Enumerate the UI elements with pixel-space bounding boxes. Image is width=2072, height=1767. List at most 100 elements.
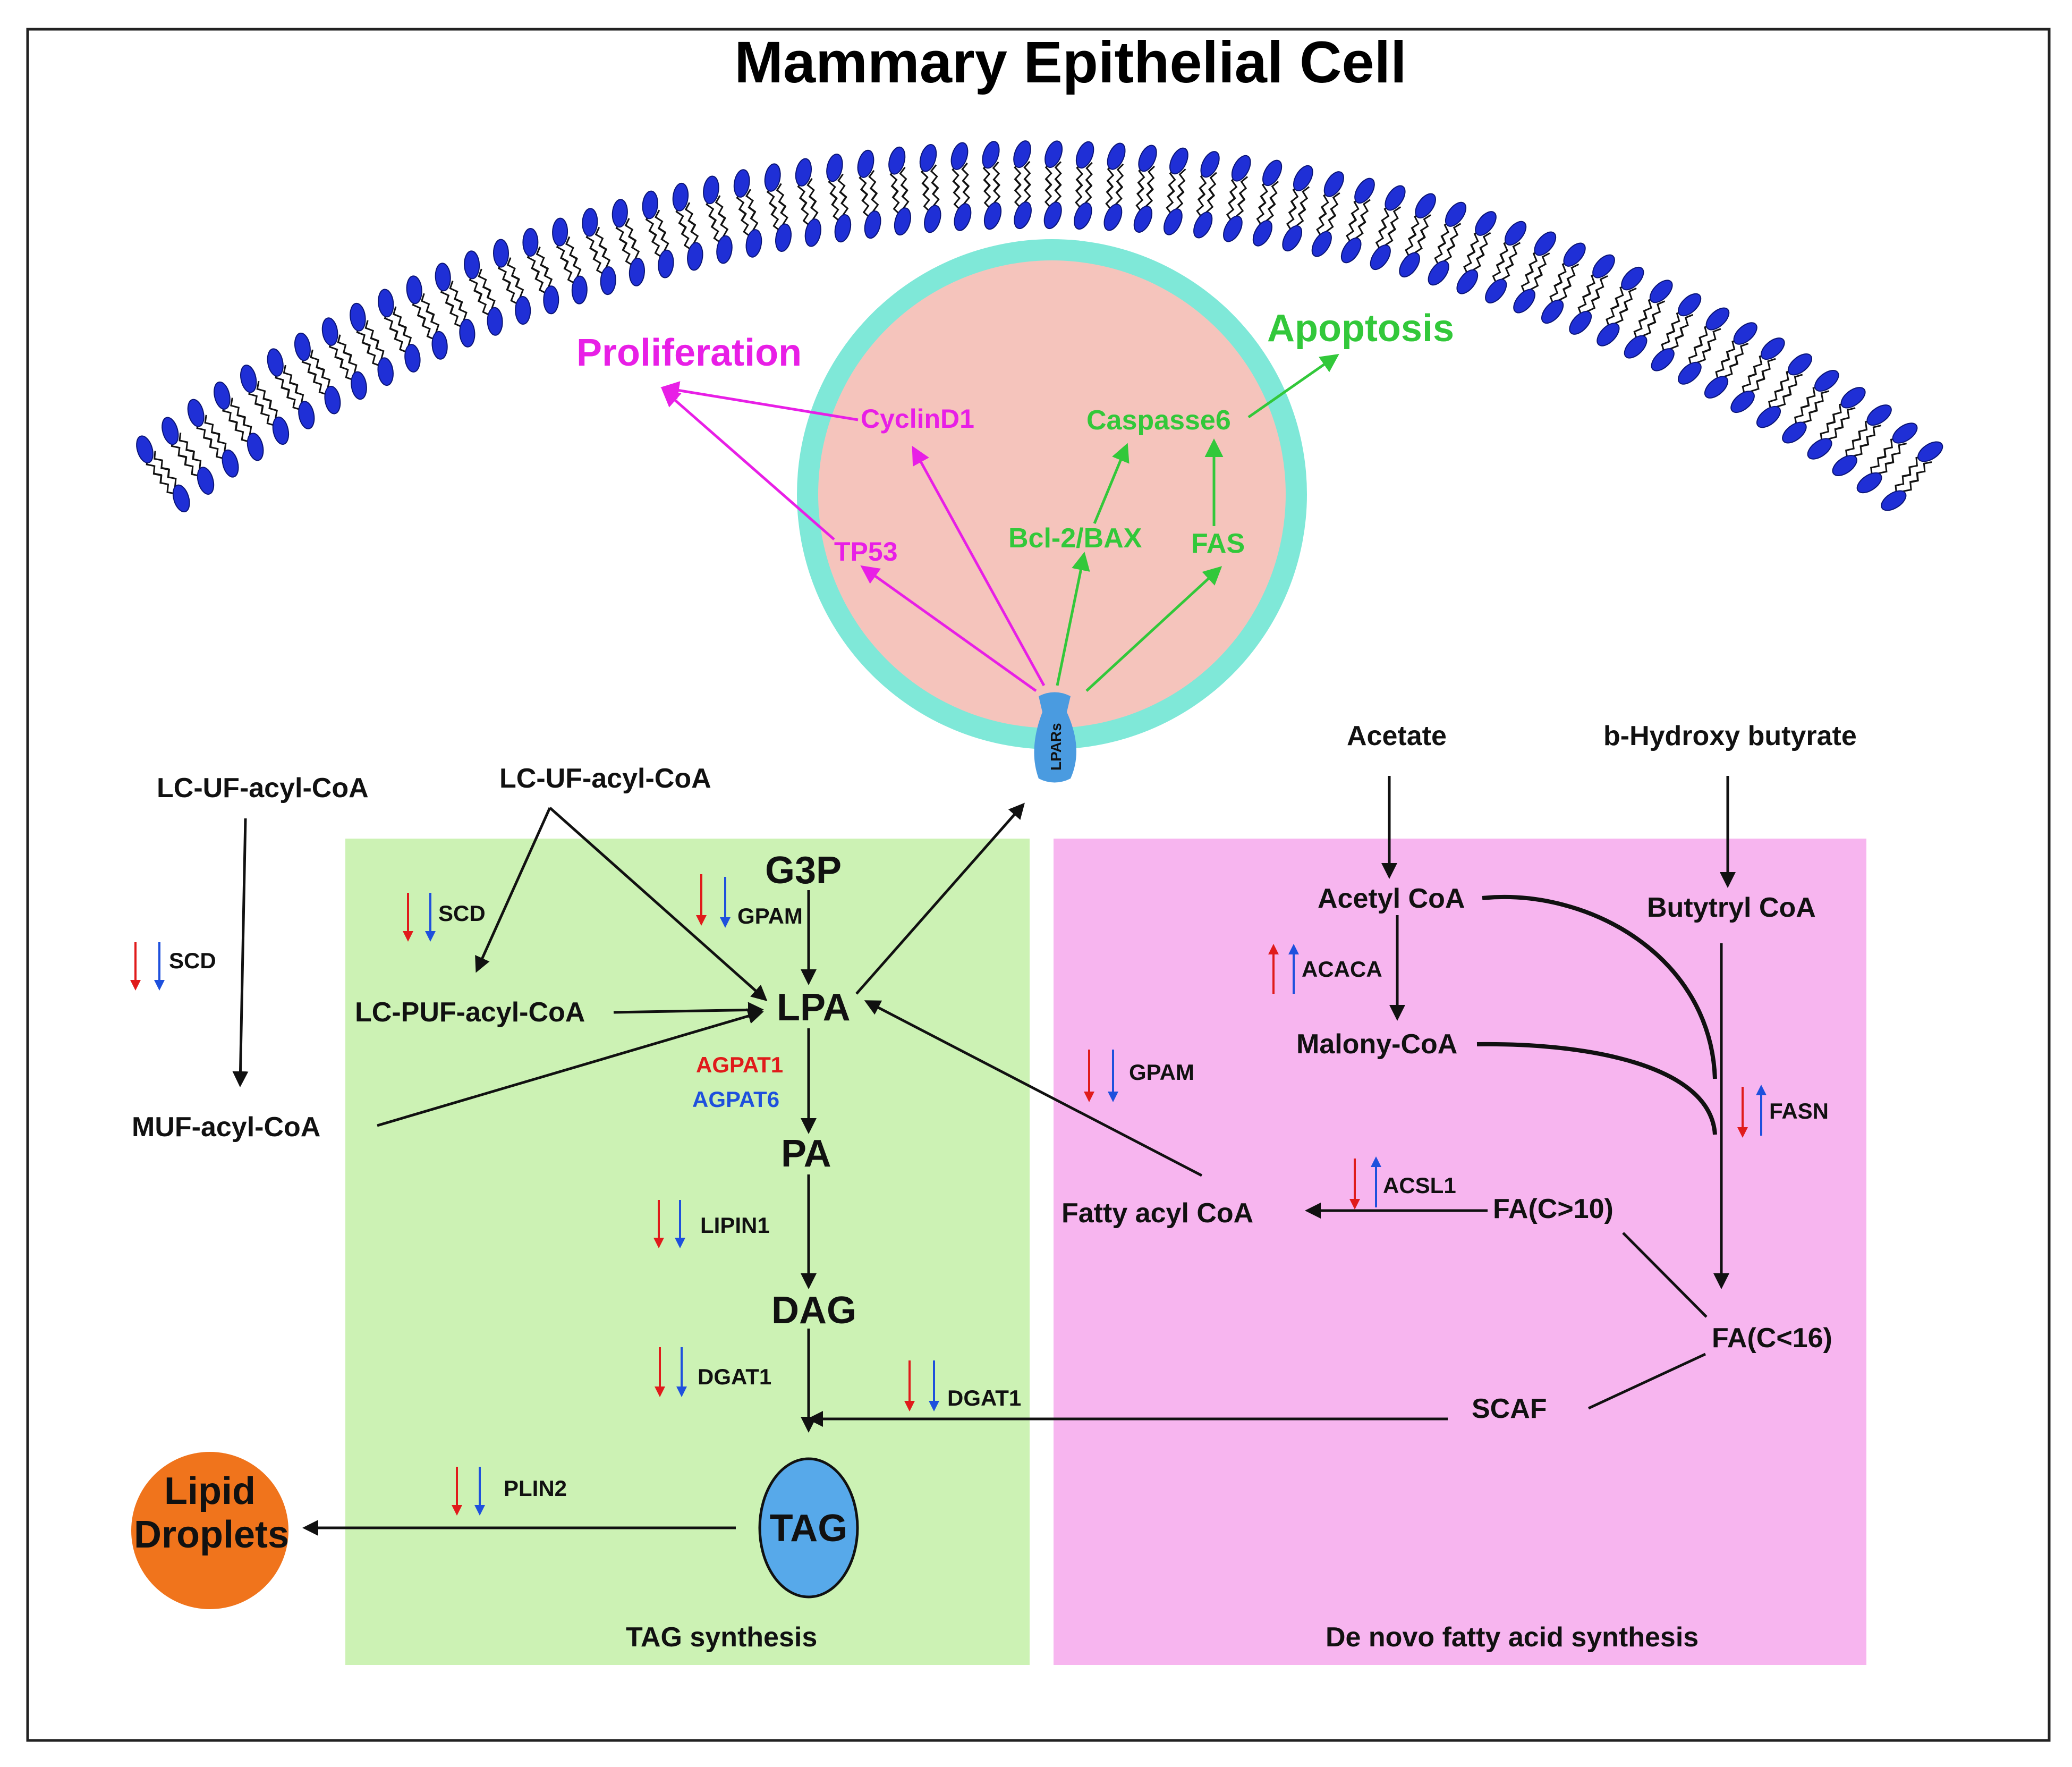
lipid-head xyxy=(658,249,674,278)
acetyl-coa-label: Acetyl CoA xyxy=(1318,883,1465,914)
lipid-head xyxy=(982,141,1000,169)
lipid-head xyxy=(1678,293,1702,317)
lipid-head xyxy=(1262,159,1283,187)
lipid-head xyxy=(1415,193,1436,219)
muf-acyl-coa: MUF-acyl-CoA xyxy=(132,1112,320,1143)
lipid-head xyxy=(1761,337,1785,360)
scaf-label: SCAF xyxy=(1472,1393,1547,1424)
lipid-head xyxy=(1621,266,1644,291)
lipid-head xyxy=(1856,472,1882,494)
lipid-head xyxy=(136,435,154,463)
gpam-tag-label: GPAM xyxy=(737,903,803,928)
tag-node xyxy=(758,1457,859,1599)
lipid-tail xyxy=(254,402,276,427)
expression-arrows xyxy=(130,874,1767,1516)
lipid-head xyxy=(745,229,762,258)
lipid-head xyxy=(1892,422,1918,444)
lipid-tail xyxy=(473,289,491,316)
lipid-head xyxy=(324,385,341,415)
lipid-head xyxy=(1730,391,1755,413)
lipid-tail xyxy=(281,386,301,411)
lipid-tail xyxy=(1895,467,1912,494)
tag-synthesis-label: TAG synthesis xyxy=(626,1622,817,1653)
pa-label: PA xyxy=(781,1132,831,1175)
lipid-tail xyxy=(860,188,870,218)
lipid-head xyxy=(864,210,881,239)
lipid-head xyxy=(703,175,719,205)
lipid-tail xyxy=(678,222,692,251)
lipid-head xyxy=(672,182,689,212)
lipid-head xyxy=(642,190,658,219)
lipid-head xyxy=(1231,155,1251,182)
lipid-droplets-node xyxy=(131,1452,288,1609)
arrow-lpar-to-tp53 xyxy=(860,565,1037,692)
tag-label: TAG xyxy=(770,1507,848,1550)
lipid-tail xyxy=(334,356,354,381)
lipid-tail xyxy=(1135,181,1144,213)
lipid-head xyxy=(321,317,338,346)
lipid-head xyxy=(1592,254,1615,278)
lipid-head xyxy=(1107,142,1126,170)
lipid-tail xyxy=(1463,244,1476,275)
lipid-head xyxy=(629,257,645,286)
fatty-acyl-coa-label: Fatty acyl CoA xyxy=(1062,1198,1253,1229)
lipid-head xyxy=(1293,165,1313,191)
lipid-head xyxy=(378,289,394,318)
lipid-head xyxy=(240,365,257,393)
lipid-head xyxy=(733,169,750,198)
lipid-head xyxy=(1678,361,1702,385)
lipid-head xyxy=(1782,421,1807,444)
lipid-tail xyxy=(308,371,327,395)
lipid-head xyxy=(1200,151,1220,178)
lipid-head xyxy=(1563,242,1586,267)
lipid-tail xyxy=(362,341,381,367)
lpar-receptor xyxy=(1034,692,1076,783)
lipid-head xyxy=(826,154,843,182)
lipid-head xyxy=(1169,147,1188,175)
lcuf-acyl-coa-outer: LC-UF-acyl-CoA xyxy=(157,773,369,804)
fas-label: FAS xyxy=(1191,528,1245,559)
lipid-head xyxy=(298,401,315,429)
dgat1-denovo-label: DGAT1 xyxy=(947,1385,1021,1410)
lipid-tail xyxy=(1577,285,1591,316)
scd-outer-label: SCD xyxy=(169,948,216,973)
lipid-tail xyxy=(1742,366,1757,395)
lipid-head xyxy=(716,235,733,264)
lipid-head xyxy=(1354,177,1375,204)
lipid-tail xyxy=(1521,264,1534,294)
lipid-head xyxy=(1866,404,1892,426)
lipid-head xyxy=(487,307,503,336)
lipid-head xyxy=(582,208,598,237)
lipid-head xyxy=(954,203,972,231)
agpat1-label: AGPAT1 xyxy=(696,1052,783,1077)
lipid-head xyxy=(404,344,421,373)
lipid-head xyxy=(1705,307,1730,331)
lipid-tail xyxy=(830,192,840,222)
lipid-head xyxy=(983,202,1002,230)
lipid-head xyxy=(552,217,568,247)
malony-coa-label: Malony-CoA xyxy=(1296,1029,1457,1060)
lipid-tail xyxy=(417,314,435,341)
lipid-head xyxy=(571,275,588,305)
lipid-head xyxy=(1014,201,1032,230)
cyclind1-label: CyclinD1 xyxy=(861,404,974,434)
lipid-head xyxy=(197,467,215,495)
lipid-head xyxy=(795,158,812,187)
curve-malony-to-fasn xyxy=(1476,1042,1717,1135)
acaca-label: ACACA xyxy=(1302,957,1382,982)
lipid-tail xyxy=(983,179,991,209)
fa-c-gt10-label: FA(C>10) xyxy=(1493,1194,1614,1224)
lipid-tail xyxy=(502,278,519,305)
lipid-head xyxy=(172,484,190,513)
acetate-label: Acetate xyxy=(1347,721,1447,751)
lipid-head xyxy=(1252,220,1272,247)
lipid-head xyxy=(162,417,179,445)
lipid-tail xyxy=(799,197,811,226)
lipid-head xyxy=(950,142,969,170)
lipid-tail xyxy=(1014,178,1022,209)
lipid-head xyxy=(888,146,906,175)
lcuf-acyl-coa-inner: LC-UF-acyl-CoA xyxy=(499,763,711,794)
arrow-lcpuf-to-lpa xyxy=(613,1002,764,1018)
lipid-head xyxy=(1787,353,1812,376)
